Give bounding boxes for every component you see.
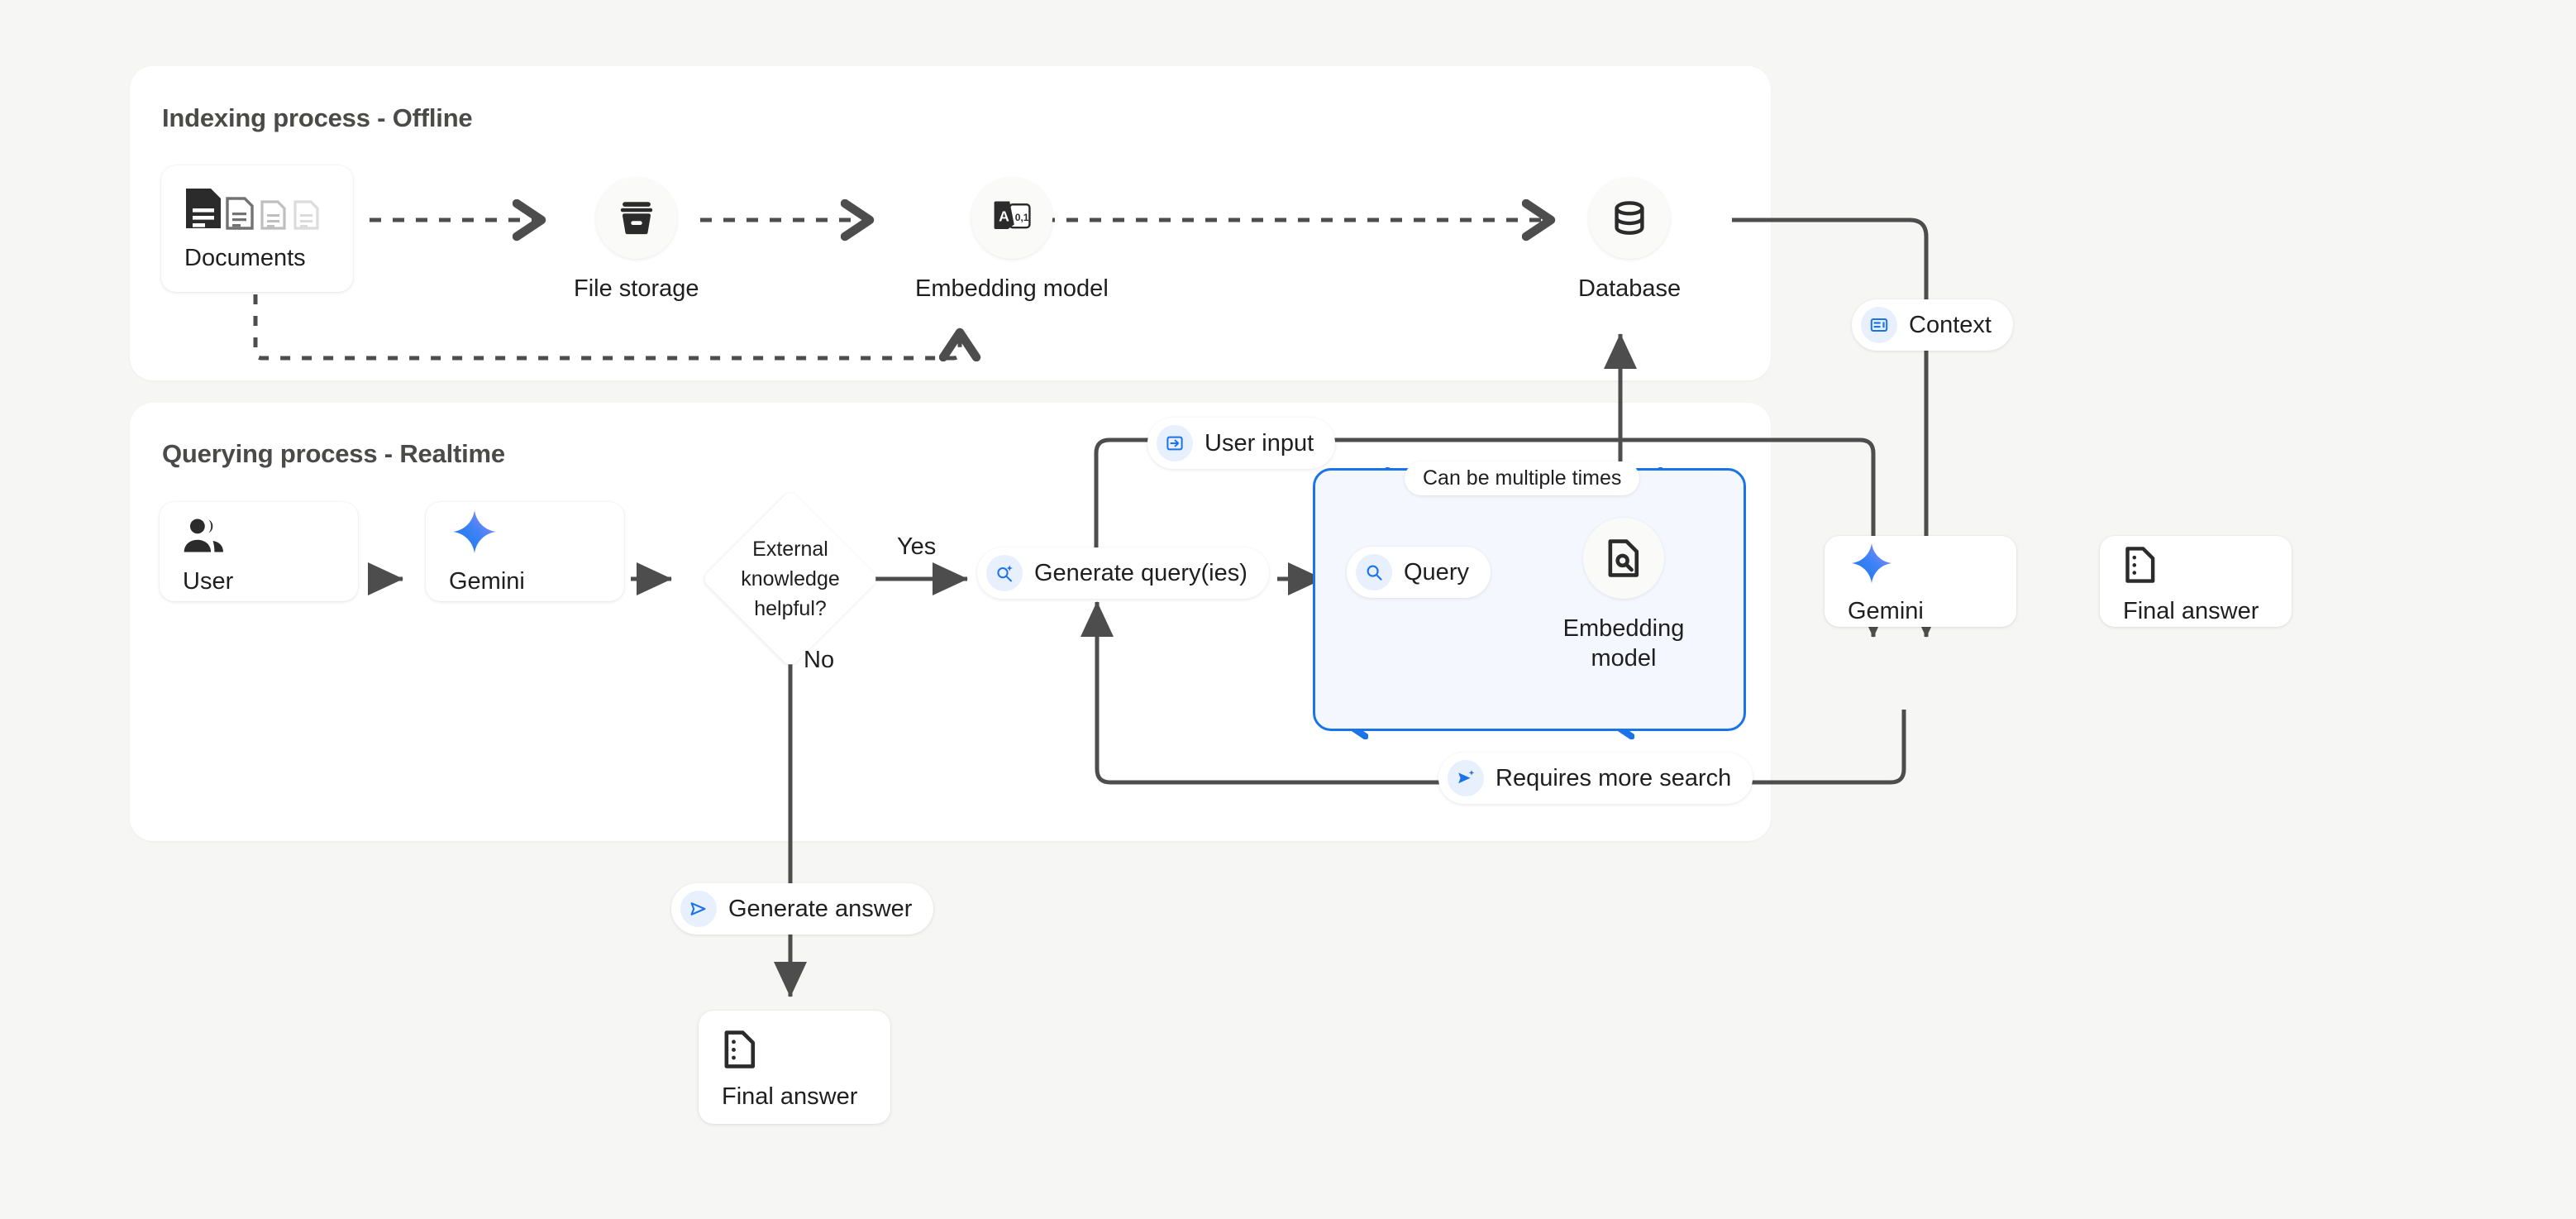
file-storage-label: File storage <box>574 275 699 302</box>
querying-panel-title: Querying process - Realtime <box>162 439 505 468</box>
final-answer-right-card[interactable]: Final answer <box>2100 536 2292 627</box>
text-to-vector-icon: 0,1 A <box>971 178 1052 259</box>
answer-doc-icon <box>722 1024 890 1070</box>
user-input-label: User input <box>1205 429 1314 457</box>
final-answer-bottom-card[interactable]: Final answer <box>699 1011 890 1124</box>
database-icon <box>1589 178 1671 259</box>
users-icon <box>183 509 358 555</box>
svg-text:A: A <box>999 208 1009 225</box>
query-pill[interactable]: Query <box>1347 547 1491 598</box>
requires-more-search-label: Requires more search <box>1496 764 1732 791</box>
database-label: Database <box>1578 275 1682 302</box>
final-answer-right-label: Final answer <box>2123 597 2259 624</box>
yes-edge-label: Yes <box>897 533 937 560</box>
gemini-sparkle-icon <box>1848 538 2016 585</box>
input-arrow-icon <box>1157 425 1193 461</box>
send-icon <box>680 891 717 927</box>
svg-text:0,1: 0,1 <box>1015 212 1029 223</box>
context-pill-label: Context <box>1909 311 1992 338</box>
embedding-model-query-node[interactable]: Embedding model <box>1558 518 1690 674</box>
decision-label: External knowledge helpful? <box>741 537 840 621</box>
search-sparkle-icon <box>986 555 1023 591</box>
loop-note-pill: Can be multiple times <box>1405 461 1640 495</box>
document-search-icon <box>1583 518 1664 599</box>
search-icon <box>1356 554 1392 590</box>
gemini-left-label: Gemini <box>449 567 525 595</box>
generate-queries-pill[interactable]: Generate query(ies) <box>977 547 1269 599</box>
context-pill[interactable]: Context <box>1852 299 2013 351</box>
indexing-panel-title: Indexing process - Offline <box>162 103 473 132</box>
context-card-icon <box>1861 307 1897 343</box>
file-storage-node[interactable]: File storage <box>574 178 699 304</box>
gemini-left-card[interactable]: Gemini <box>426 502 624 601</box>
query-loop-box <box>1313 468 1746 731</box>
user-card[interactable]: User <box>160 502 358 601</box>
documents-card[interactable]: Documents <box>161 165 353 292</box>
no-edge-label: No <box>804 647 835 673</box>
generate-queries-label: Generate query(ies) <box>1034 559 1247 586</box>
user-input-pill[interactable]: User input <box>1147 418 1336 469</box>
embedding-model-offline-label: Embedding model <box>915 275 1109 302</box>
generate-answer-pill[interactable]: Generate answer <box>671 883 934 935</box>
gemini-sparkle-icon <box>449 509 624 555</box>
final-answer-bottom-label: Final answer <box>722 1083 858 1110</box>
database-node[interactable]: Database <box>1578 178 1681 304</box>
answer-doc-icon <box>2123 538 2292 585</box>
loop-note-label: Can be multiple times <box>1423 466 1622 490</box>
documents-label: Documents <box>184 245 306 271</box>
embedding-model-offline-node[interactable]: 0,1 A Embedding model <box>915 178 1109 304</box>
send-sparkle-icon <box>1448 760 1484 796</box>
gemini-right-card[interactable]: Gemini <box>1825 536 2016 627</box>
query-label: Query <box>1404 558 1469 586</box>
archive-icon <box>595 178 677 259</box>
documents-icon <box>184 185 353 232</box>
requires-more-search-pill[interactable]: Requires more search <box>1438 753 1753 804</box>
gemini-right-label: Gemini <box>1848 597 1924 624</box>
generate-answer-label: Generate answer <box>728 895 913 922</box>
user-label: User <box>183 567 234 595</box>
embedding-model-query-label: Embedding model <box>1562 615 1685 672</box>
